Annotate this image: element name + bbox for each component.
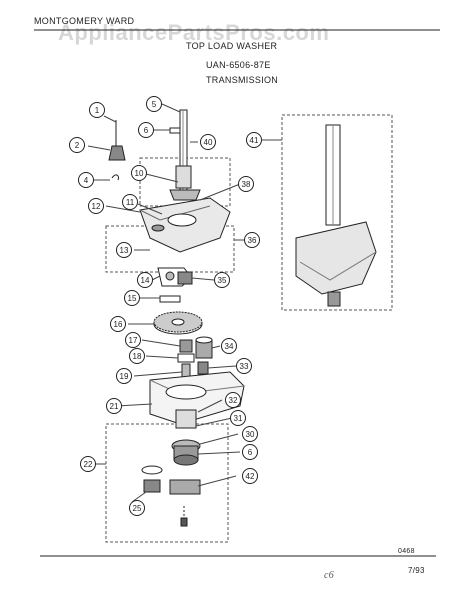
- callout-41: 41: [246, 132, 262, 148]
- callout-32: 32: [225, 392, 241, 408]
- callout-31: 31: [230, 410, 246, 426]
- callout-42: 42: [242, 468, 258, 484]
- callout-16: 16: [110, 316, 126, 332]
- appliance-title: TOP LOAD WASHER: [186, 41, 278, 51]
- group-box-41: [281, 114, 393, 311]
- pin-part: [169, 127, 181, 134]
- transmission-case: [149, 371, 245, 429]
- callout-22: 22: [80, 456, 96, 472]
- callout-15: 15: [124, 290, 140, 306]
- callout-17: 17: [125, 332, 141, 348]
- callout-2: 2: [69, 137, 85, 153]
- callout-40: 40: [200, 134, 216, 150]
- callout-6: 6: [242, 444, 258, 460]
- agitator-cone: [108, 120, 126, 161]
- callout-36: 36: [244, 232, 260, 248]
- callout-25: 25: [129, 500, 145, 516]
- watermark: AppliancePartsPros.com: [58, 20, 330, 45]
- pinion-small: [197, 361, 209, 375]
- model-number: UAN-6506-87E: [206, 60, 271, 70]
- drive-shaft: [169, 109, 201, 201]
- brand-label: MONTGOMERY WARD: [34, 16, 135, 26]
- callout-19: 19: [116, 368, 132, 384]
- pulley-part: [171, 439, 201, 466]
- drawing-date: 7/93: [408, 566, 425, 575]
- callout-11: 11: [122, 194, 138, 210]
- callout-35: 35: [214, 272, 230, 288]
- callout-13: 13: [116, 242, 132, 258]
- callout-21: 21: [106, 398, 122, 414]
- leader-lines: [87, 103, 282, 503]
- handwritten-mark: c6: [324, 570, 335, 581]
- callout-38: 38: [238, 176, 254, 192]
- callout-12: 12: [88, 198, 104, 214]
- callout-14: 14: [137, 272, 153, 288]
- clip-part: [111, 174, 119, 181]
- main-gear: [153, 311, 203, 335]
- callout-5: 5: [146, 96, 162, 112]
- callout-4: 4: [78, 172, 94, 188]
- callout-33: 33: [236, 358, 252, 374]
- clutch-parts: [141, 465, 201, 527]
- idler-gear: [195, 336, 213, 359]
- callout-30: 30: [242, 426, 258, 442]
- callout-34: 34: [221, 338, 237, 354]
- callout-1: 1: [89, 102, 105, 118]
- group-box-22: [105, 423, 229, 543]
- pinion-gear: [177, 271, 193, 285]
- upper-housing: [139, 197, 231, 253]
- callout-10: 10: [131, 165, 147, 181]
- spring-part: [159, 295, 181, 303]
- callout-6: 6: [138, 122, 154, 138]
- assembled-transmission: [295, 124, 377, 307]
- section-title: TRANSMISSION: [206, 75, 279, 85]
- drawing-code: 0468: [398, 548, 415, 555]
- callout-18: 18: [129, 348, 145, 364]
